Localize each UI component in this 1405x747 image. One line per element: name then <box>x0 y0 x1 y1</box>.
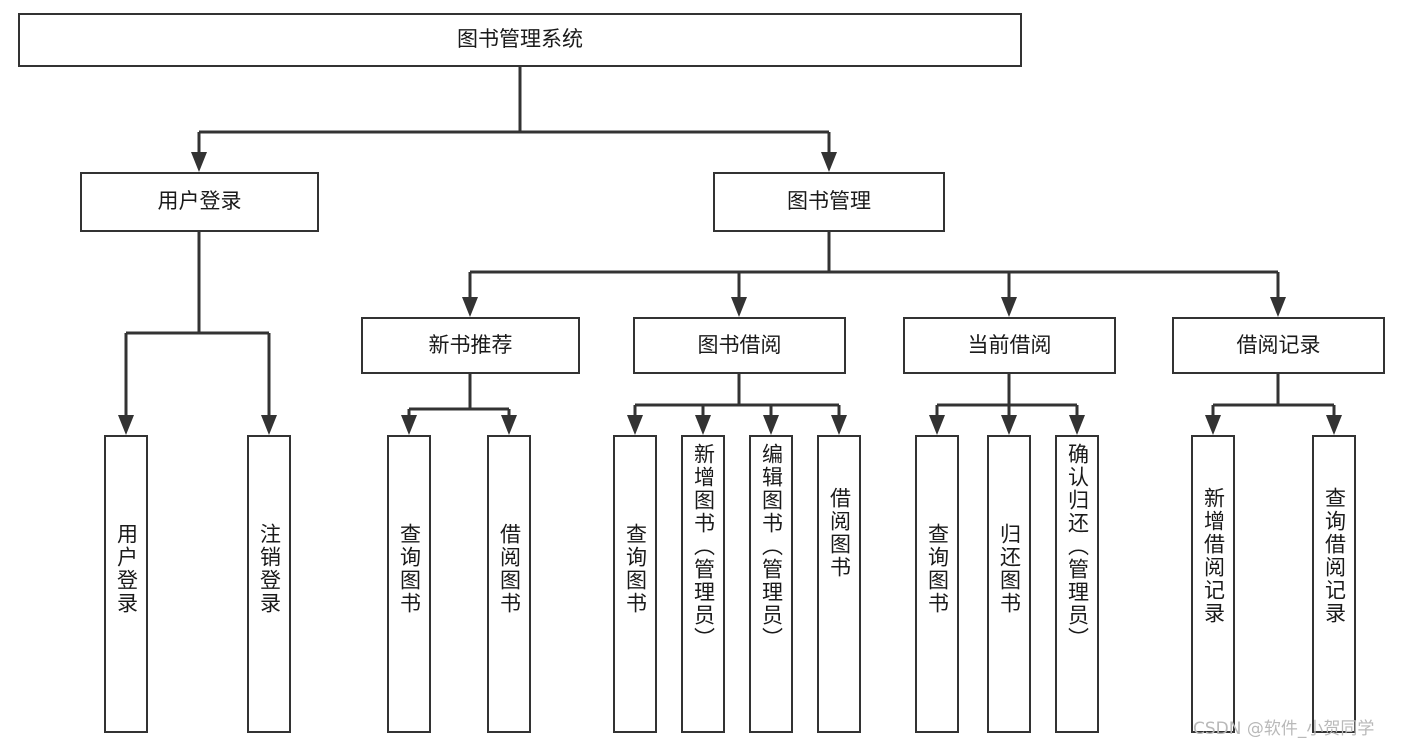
node-label: 归还图书 <box>997 523 1022 615</box>
arrowhead-icon <box>118 415 134 435</box>
arrowhead-icon <box>1270 297 1286 317</box>
arrowhead-icon <box>1001 297 1017 317</box>
node-label: 新增借阅记录 <box>1201 487 1226 625</box>
arrowhead-icon <box>1326 415 1342 435</box>
node-leaf-borrow-book-2[interactable]: 借阅图书 <box>817 435 861 733</box>
arrowhead-icon <box>501 415 517 435</box>
arrowhead-icon <box>731 297 747 317</box>
node-label: 编辑图书（管理员） <box>759 443 784 650</box>
node-leaf-user-login[interactable]: 用户登录 <box>104 435 148 733</box>
arrowhead-icon <box>1205 415 1221 435</box>
arrowhead-icon <box>763 415 779 435</box>
node-label: 用户登录 <box>157 189 242 214</box>
arrowhead-icon <box>821 152 837 172</box>
node-leaf-query-book-2[interactable]: 查询图书 <box>613 435 657 733</box>
node-label: 借阅图书 <box>827 487 852 579</box>
node-label: 确认归还（管理员） <box>1065 443 1090 650</box>
arrowhead-icon <box>1001 415 1017 435</box>
edge-group <box>118 67 1342 435</box>
node-label: 图书借阅 <box>697 332 782 357</box>
arrowhead-icon <box>627 415 643 435</box>
node-label: 当前借阅 <box>967 332 1052 357</box>
node-label: 查询图书 <box>925 523 950 615</box>
node-current-borrow[interactable]: 当前借阅 <box>903 317 1116 374</box>
csdn-watermark: CSDN @软件_小贺同学 <box>1193 719 1375 739</box>
arrowhead-icon <box>695 415 711 435</box>
node-label: 查询借阅记录 <box>1322 487 1347 625</box>
node-leaf-query-book-1[interactable]: 查询图书 <box>387 435 431 733</box>
node-leaf-query-book-3[interactable]: 查询图书 <box>915 435 959 733</box>
node-leaf-add-borrow-record[interactable]: 新增借阅记录 <box>1191 435 1235 733</box>
node-label: 图书管理系统 <box>457 27 583 52</box>
node-label: 借阅图书 <box>497 523 522 615</box>
node-label: 新书推荐 <box>428 332 513 357</box>
node-label: 注销登录 <box>257 523 282 615</box>
arrowhead-icon <box>462 297 478 317</box>
node-leaf-logout[interactable]: 注销登录 <box>247 435 291 733</box>
arrowhead-icon <box>831 415 847 435</box>
node-leaf-query-borrow-record[interactable]: 查询借阅记录 <box>1312 435 1356 733</box>
node-book-manage[interactable]: 图书管理 <box>713 172 945 232</box>
node-root[interactable]: 图书管理系统 <box>18 13 1022 67</box>
node-label: 用户登录 <box>114 523 139 615</box>
arrowhead-icon <box>1069 415 1085 435</box>
arrowhead-icon <box>929 415 945 435</box>
node-label: 图书管理 <box>787 189 871 214</box>
node-leaf-add-book-admin[interactable]: 新增图书（管理员） <box>681 435 725 733</box>
node-leaf-confirm-return-admin[interactable]: 确认归还（管理员） <box>1055 435 1099 733</box>
node-book-borrow[interactable]: 图书借阅 <box>633 317 846 374</box>
node-new-book-recommend[interactable]: 新书推荐 <box>361 317 580 374</box>
node-label: 新增图书（管理员） <box>691 443 716 650</box>
arrowhead-icon <box>191 152 207 172</box>
node-label: 查询图书 <box>397 523 422 615</box>
node-user-login[interactable]: 用户登录 <box>80 172 319 232</box>
node-leaf-edit-book-admin[interactable]: 编辑图书（管理员） <box>749 435 793 733</box>
node-leaf-borrow-book-1[interactable]: 借阅图书 <box>487 435 531 733</box>
node-leaf-return-book[interactable]: 归还图书 <box>987 435 1031 733</box>
arrowhead-icon <box>261 415 277 435</box>
node-borrow-record[interactable]: 借阅记录 <box>1172 317 1385 374</box>
node-label: 查询图书 <box>623 523 648 615</box>
node-label: 借阅记录 <box>1236 332 1321 357</box>
arrowhead-icon <box>401 415 417 435</box>
